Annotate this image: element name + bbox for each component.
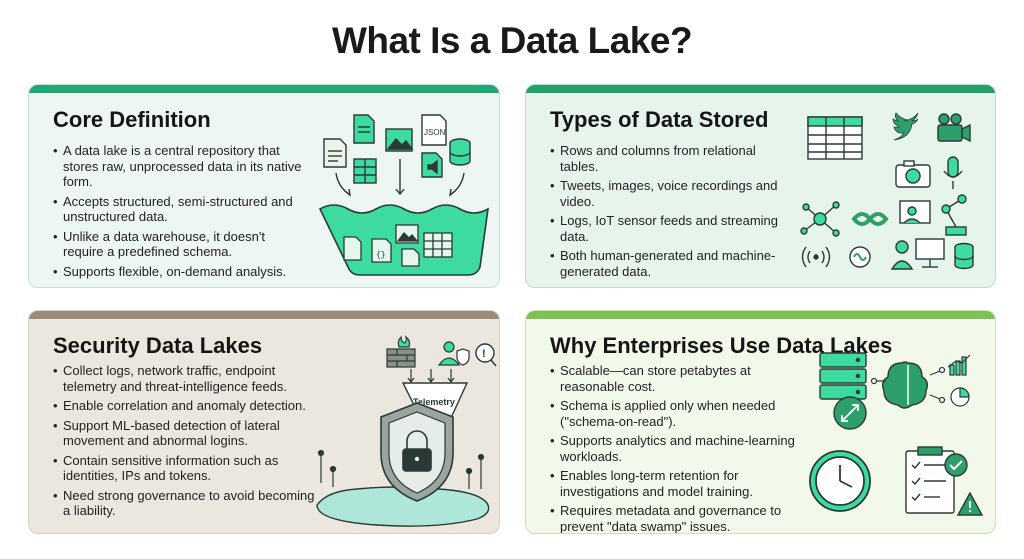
security-data-lakes-card: Security Data Lakes Collect logs, networ…: [28, 310, 500, 534]
checkmark-badge-icon: [944, 453, 968, 477]
bullet-item: Need strong governance to avoid becoming…: [53, 488, 325, 519]
audio-file-icon: [401, 248, 420, 267]
user-workstation-icon: [890, 238, 945, 270]
bullet-item: Supports flexible, on-demand analysis.: [53, 264, 305, 280]
brain-icon: [881, 361, 929, 409]
bullet-item: Logs, IoT sensor feeds and streaming dat…: [550, 213, 790, 244]
document-icon: [343, 236, 362, 261]
pie-chart-icon: [950, 387, 970, 407]
arrow-icon: [335, 159, 465, 197]
user-shield-icon: [437, 341, 470, 366]
bullet-item: Enable correlation and anomaly detection…: [53, 398, 325, 414]
table-icon: [423, 232, 453, 258]
document-icon: [323, 138, 347, 168]
bullet-item: Supports analytics and machine-learning …: [550, 433, 810, 464]
lock-icon: [402, 430, 432, 472]
card-title: Security Data Lakes: [53, 333, 263, 358]
server-stack-icon: [819, 352, 867, 400]
svg-text:{}: {}: [376, 251, 386, 260]
warning-icon: [956, 491, 984, 516]
document-icon: [353, 114, 375, 144]
circuit-lines: [317, 449, 485, 489]
microphone-icon: [943, 156, 963, 189]
bullet-item: Both human-generated and machine-generat…: [550, 248, 790, 279]
telemetry-label: Telemetry: [413, 397, 455, 407]
bullet-item: Rows and columns from relational tables.: [550, 143, 790, 174]
bar-chart-icon: [947, 354, 971, 376]
bullet-list: Rows and columns from relational tables.…: [550, 143, 790, 283]
bullet-item: Requires metadata and governance to prev…: [550, 503, 810, 533]
security-lake-illustration: ! Telemetry: [316, 335, 497, 527]
checklist-icon: [905, 446, 955, 514]
json-label: JSON: [424, 128, 446, 137]
signal-icon: [801, 246, 831, 268]
data-types-illustration: [800, 112, 974, 270]
bullet-item: Contain sensitive information such as id…: [53, 453, 325, 484]
camera-icon: [895, 160, 931, 188]
bullet-item: Unlike a data warehouse, it doesn't requ…: [53, 229, 305, 260]
card-accent-bar: [29, 85, 499, 93]
enterprise-illustration: [809, 352, 984, 516]
bullet-item: Collect logs, network traffic, endpoint …: [53, 363, 325, 394]
card-title: Core Definition: [53, 107, 211, 132]
database-icon: [954, 242, 974, 270]
page-title: What Is a Data Lake?: [331, 20, 693, 61]
infinity-icon: [851, 212, 889, 226]
scale-arrows-icon: [833, 396, 867, 430]
types-of-data-card: Types of Data Stored Rows and columns fr…: [525, 84, 996, 288]
network-icon: [800, 201, 840, 237]
card-accent-bar: [526, 311, 995, 319]
firewall-icon: [386, 335, 416, 368]
enterprise-use-card: Why Enterprises Use Data Lakes Scalable—…: [525, 310, 996, 534]
robot-arm-icon: [941, 194, 967, 236]
alert-search-icon: [475, 343, 497, 367]
image-icon: [385, 128, 414, 152]
bullet-item: Support ML-based detection of lateral mo…: [53, 418, 325, 449]
bullet-item: Schema is applied only when needed ("sch…: [550, 398, 810, 429]
video-camera-icon: [937, 113, 971, 143]
data-lake-illustration: JSON {}: [318, 114, 490, 276]
bullet-item: A data lake is a central repository that…: [53, 143, 305, 190]
lake-water: [316, 486, 490, 527]
bullet-list: A data lake is a central repository that…: [53, 143, 305, 283]
bullet-item: Tweets, images, voice recordings and vid…: [550, 178, 790, 209]
audio-file-icon: [421, 152, 443, 178]
card-accent-bar: [526, 85, 995, 93]
circuit-lines: [870, 366, 946, 404]
bullet-item: Accepts structured, semi-structured and …: [53, 194, 305, 225]
card-title: Types of Data Stored: [550, 107, 769, 132]
card-accent-bar: [29, 311, 499, 319]
bullet-list: Collect logs, network traffic, endpoint …: [53, 363, 325, 523]
clock-icon: [809, 450, 871, 512]
core-definition-card: Core Definition A data lake is a central…: [28, 84, 500, 288]
svg-text:!: !: [482, 348, 486, 360]
table-icon: [807, 116, 863, 160]
bullet-item: Enables long-term retention for investig…: [550, 468, 810, 499]
sync-icon: [849, 246, 871, 268]
database-icon: [449, 138, 471, 166]
json-file-icon: [421, 114, 447, 146]
bird-icon: [892, 112, 919, 141]
arrow-icon: [407, 369, 455, 383]
user-presenter-icon: [899, 200, 931, 224]
bullet-list: Scalable—can store petabytes at reasonab…: [550, 363, 810, 533]
bullet-item: Scalable—can store petabytes at reasonab…: [550, 363, 810, 394]
code-file-icon: [371, 238, 392, 263]
spreadsheet-icon: [353, 158, 377, 184]
